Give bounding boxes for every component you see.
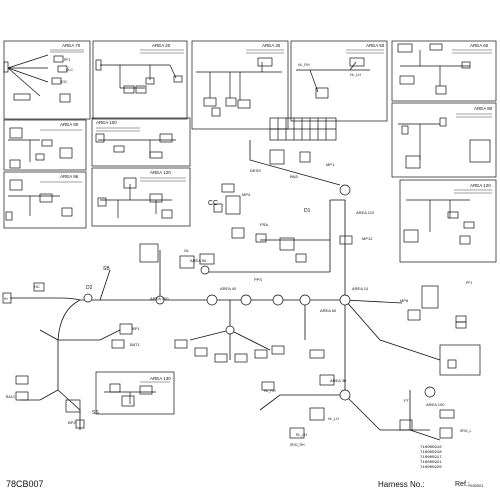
svg-text:AREA 130: AREA 130: [150, 376, 171, 381]
junction-circles: [83, 184, 436, 401]
svg-text:SO1: SO1: [60, 80, 67, 84]
label-bat2: BA13: [6, 395, 15, 399]
label-area-30: AREA 30: [330, 378, 347, 383]
part-number: 710005917: [420, 456, 442, 460]
svg-text:DLC: DLC: [66, 68, 73, 72]
part-number: 710005910: [420, 446, 442, 450]
drawing-code: 78CB007: [6, 479, 44, 489]
harness-number-label: Harness No.:: [378, 480, 425, 489]
area-box-60: AREA 60: [391, 40, 497, 102]
svg-text:AREA 70: AREA 70: [62, 43, 81, 48]
label-d2: D2: [86, 285, 93, 291]
area-box-100: AREA 100: [91, 117, 191, 167]
label-srg-rh: SRG_RH: [290, 443, 305, 447]
area-box-30: AREA 30: [191, 40, 289, 130]
part-number: 710005918: [420, 451, 442, 455]
label-area-100-b: AREA 100: [426, 402, 445, 407]
svg-text:AREA 96: AREA 96: [60, 174, 79, 179]
label-dess: DESS: [250, 168, 261, 173]
label-area-10: AREA 10: [352, 286, 369, 291]
label-bat1: BAT1: [130, 342, 140, 347]
part-number: 710005921: [420, 461, 442, 465]
label-d1: D1: [304, 208, 311, 214]
svg-text:AREA 80: AREA 80: [474, 106, 493, 111]
label-mp1: MP1: [326, 162, 335, 167]
label-srg: SRG_L: [460, 429, 472, 433]
label-ss: SS: [92, 410, 99, 416]
svg-text:AREA 50: AREA 50: [366, 43, 385, 48]
svg-text:HL_LH: HL_LH: [350, 73, 361, 77]
label-pf1: PF1: [466, 281, 472, 285]
label-mp4: MP4: [242, 192, 251, 197]
ref-value: 7530001: [468, 483, 484, 488]
small-text-blocks: [40, 49, 492, 383]
fuse-box: [269, 117, 337, 141]
label-ih: IH: [4, 297, 8, 301]
label-area-150: AREA 150: [150, 296, 169, 301]
ref-label: Ref.:: [455, 481, 470, 488]
label-bp1: BP1: [132, 326, 140, 331]
label-ft: FT: [404, 398, 409, 403]
label-hc: HC: [34, 284, 40, 289]
svg-text:AREA 20: AREA 20: [152, 43, 171, 48]
svg-text:AREA 90: AREA 90: [60, 122, 79, 127]
area-box-50: AREA 50 HL_RH HL_LH: [290, 40, 388, 122]
svg-text:AREA 30: AREA 30: [262, 43, 281, 48]
label-fra: FRA: [260, 222, 268, 227]
svg-text:AREA 120: AREA 120: [150, 170, 171, 175]
area-box-130: AREA 130: [95, 371, 175, 415]
svg-text:AREA 120: AREA 120: [470, 183, 491, 188]
label-sb: SB: [103, 266, 110, 272]
label-bn3: BN3: [290, 174, 299, 179]
svg-text:HL_RH: HL_RH: [298, 63, 310, 67]
area-box-80: AREA 80: [391, 102, 497, 178]
harness-labels: SB D2 D1 CC HC IH DESS SS BP1 BP2 BAT1 B…: [4, 162, 472, 447]
label-mp6: MP6: [400, 298, 409, 303]
label-mp12: MP12: [362, 236, 373, 241]
part-number-list: 710005910 710005918 710005917 710005921 …: [420, 446, 442, 471]
svg-text:PF1: PF1: [64, 58, 70, 62]
area-box-70: AREA 70 PF1 DLC SO1: [3, 40, 91, 120]
area-box-120: AREA 120: [399, 179, 497, 263]
area-box-90: AREA 90: [3, 119, 87, 171]
part-number: 710005920: [420, 466, 442, 470]
svg-text:AREA 60: AREA 60: [470, 43, 489, 48]
area-box-96: AREA 96: [3, 171, 87, 229]
area-box-120b: AREA 120: [91, 167, 191, 227]
label-area-50: AREA 50: [190, 258, 207, 263]
label-gl: GL: [184, 248, 190, 253]
label-hl-rh: HL_RH: [264, 389, 276, 393]
label-area-60: AREA 60: [320, 308, 337, 313]
label-hl-lh: HL_LH: [328, 417, 339, 421]
label-area-40: AREA 40: [220, 286, 237, 291]
label-cc: CC: [208, 200, 218, 207]
svg-text:AREA 100: AREA 100: [96, 120, 117, 125]
connectors-lower: [2, 149, 481, 439]
label-area-110: AREA 110: [356, 210, 375, 215]
label-rl-lh: RL_LH: [296, 433, 307, 437]
label-pps: PPS: [254, 277, 262, 282]
label-bp2: BP2: [68, 420, 76, 425]
area-box-20: AREA 20: [92, 40, 188, 120]
